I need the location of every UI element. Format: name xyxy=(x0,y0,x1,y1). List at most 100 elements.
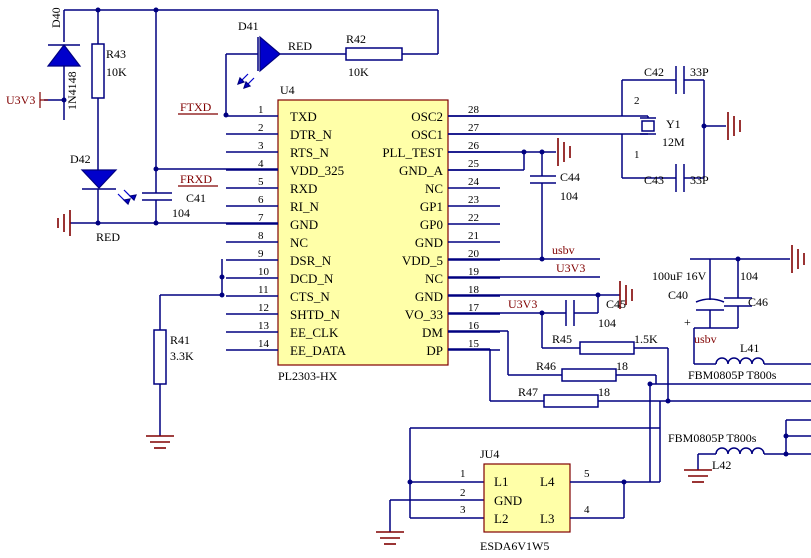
c43-value: 33P xyxy=(690,173,709,187)
u4-pin-num-25: 25 xyxy=(468,158,480,170)
net-ftxd: FTXD xyxy=(180,100,212,114)
d41-ref: D41 xyxy=(238,19,259,33)
r47-value: 18 xyxy=(598,385,610,399)
net-u3v3-19: U3V3 xyxy=(556,261,585,275)
u4-pin-name-15: DP xyxy=(426,343,443,358)
y1-value: 12M xyxy=(662,135,685,149)
r45-ref: R45 xyxy=(552,332,572,346)
u4-pin-name-3: RTS_N xyxy=(290,145,330,160)
gnd-symbol-crystal xyxy=(727,112,741,140)
r42-resistor xyxy=(345,47,403,61)
net-frxd: FRXD xyxy=(180,172,212,186)
u4-pin-num-11: 11 xyxy=(258,284,269,296)
d40-ref: D40 xyxy=(49,7,63,28)
u4-pin-num-23: 23 xyxy=(468,194,480,206)
c45-ref: C45 xyxy=(606,297,626,311)
u4-pin-name-21: GND xyxy=(415,235,443,250)
u4-pin-num-16: 16 xyxy=(468,320,480,332)
ju4-body xyxy=(483,463,571,533)
u4-pin-num-2: 2 xyxy=(258,122,264,134)
c42-ref: C42 xyxy=(644,65,664,79)
r41-resistor xyxy=(153,329,167,385)
ju4-num-1: 1 xyxy=(460,468,466,480)
u4-pin-num-6: 6 xyxy=(258,194,264,206)
u4-pin-name-23: GP1 xyxy=(420,199,443,214)
u4-body xyxy=(277,99,449,366)
u4-pin-num-21: 21 xyxy=(468,230,479,242)
u4-pin-name-25: GND_A xyxy=(399,163,444,178)
u4-pin-name-9: DSR_N xyxy=(290,253,332,268)
u4-part: PL2303-HX xyxy=(278,369,338,383)
u4-pin-num-14: 14 xyxy=(258,338,270,350)
r43-resistor xyxy=(91,43,105,99)
c46-value: 104 xyxy=(740,269,758,283)
r43-ref: R43 xyxy=(106,47,126,61)
d42-ref: D42 xyxy=(70,152,91,166)
c40-plus-icon: + xyxy=(684,315,691,329)
ju4-value: ESDA6V1W5 xyxy=(480,539,549,553)
u4-pin-name-13: EE_CLK xyxy=(290,325,339,340)
gnd-symbol-c40 xyxy=(791,245,805,273)
u4-pin-num-27: 27 xyxy=(468,122,480,134)
u4-pin-name-14: EE_DATA xyxy=(290,343,347,358)
u4-pin-name-16: DM xyxy=(422,325,443,340)
u4-pin-name-19: NC xyxy=(425,271,443,286)
y1-ref: Y1 xyxy=(666,117,681,131)
c41-value: 104 xyxy=(172,206,190,220)
r47-resistor xyxy=(543,394,599,408)
u4-pin-num-17: 17 xyxy=(468,302,480,314)
r45-value: 1.5K xyxy=(634,332,658,346)
gnd-symbol-left xyxy=(57,210,71,236)
ju4-num-4: 4 xyxy=(584,504,590,516)
u4-pin-name-17: VO_33 xyxy=(405,307,443,322)
c43-ref: C43 xyxy=(644,173,664,187)
u4-pin-name-20: VDD_5 xyxy=(402,253,443,268)
u4-pin-num-8: 8 xyxy=(258,230,264,242)
d40-diode: D40 1N4148 xyxy=(46,7,82,110)
net-usbv-c40: usbv xyxy=(694,332,717,346)
u4-pin-num-18: 18 xyxy=(468,284,480,296)
ju4-pin-l1: L1 xyxy=(494,474,508,489)
u4-pin-name-8: NC xyxy=(290,235,308,250)
ju4-num-2: 2 xyxy=(460,487,466,499)
l41-value: FBM0805P T800s xyxy=(688,368,777,382)
gnd-symbol-18 xyxy=(619,281,633,309)
r46-resistor xyxy=(561,368,617,382)
l42-value: FBM0805P T800s xyxy=(668,431,757,445)
c44-value: 104 xyxy=(560,189,578,203)
u4-pin-name-24: NC xyxy=(425,181,443,196)
ju4-pin-gnd: GND xyxy=(494,493,522,508)
ju4-pin-l3: L3 xyxy=(540,511,554,526)
u4-pin-name-11: CTS_N xyxy=(290,289,330,304)
u4-pin-name-5: RXD xyxy=(290,181,317,196)
u4-designator: U4 xyxy=(280,83,295,97)
c40-value: 100uF 16V xyxy=(652,269,707,283)
u4-pin-num-22: 22 xyxy=(468,212,479,224)
c41-ref: C41 xyxy=(186,191,206,205)
u4-pin-name-4: VDD_325 xyxy=(290,163,344,178)
d41-led xyxy=(237,35,281,89)
u4-pin-num-3: 3 xyxy=(258,140,264,152)
ju4-pin-l4: L4 xyxy=(540,474,555,489)
y1-pin2: 2 xyxy=(634,95,640,107)
u4-pin-name-22: GP0 xyxy=(420,217,443,232)
r47-ref: R47 xyxy=(518,385,538,399)
c44-ref: C44 xyxy=(560,170,580,184)
u4-pin-name-1: TXD xyxy=(290,109,317,124)
r46-ref: R46 xyxy=(536,359,556,373)
net-u3v3-17: U3V3 xyxy=(508,297,537,311)
u4-pin-num-26: 26 xyxy=(468,140,480,152)
r41-ref: R41 xyxy=(170,333,190,347)
u4-pin-num-19: 19 xyxy=(468,266,480,278)
c42-value: 33P xyxy=(690,65,709,79)
c40-ref: C40 xyxy=(668,288,688,302)
gnd-symbol-r41 xyxy=(146,435,174,449)
net-usbv-20: usbv xyxy=(552,243,575,257)
u4-pin-name-18: GND xyxy=(415,289,443,304)
gnd-symbol-l42 xyxy=(684,469,712,483)
u4-pin-num-12: 12 xyxy=(258,302,269,314)
u4-pin-name-27: OSC1 xyxy=(411,127,443,142)
u4-pin-num-9: 9 xyxy=(258,248,264,260)
